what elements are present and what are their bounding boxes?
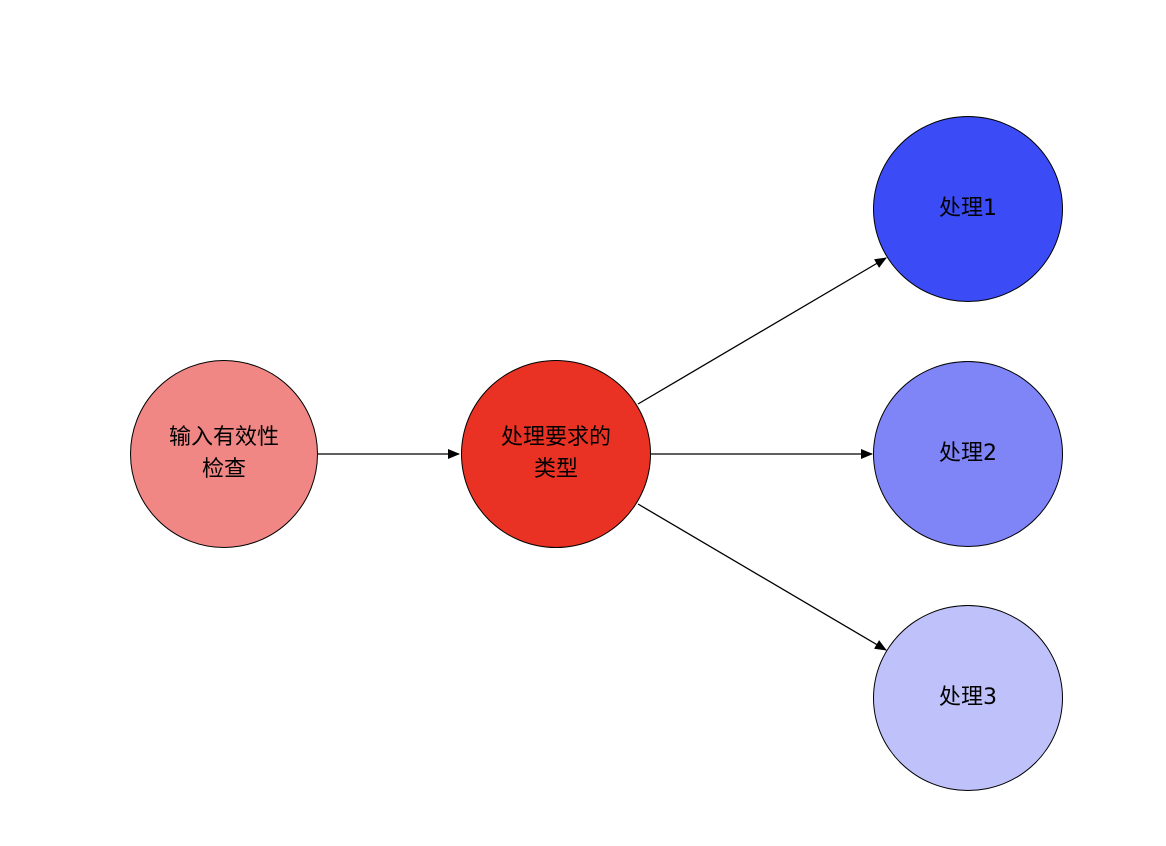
node-request-type: 处理要求的 类型 [461,360,651,548]
node-handler-1-label: 处理1 [939,196,997,221]
node-input-validation-label: 输入有效性 检查 [168,425,279,482]
node-input-validation: 输入有效性 检查 [130,360,318,548]
node-handler-1: 处理1 [873,116,1063,302]
node-handler-2-label: 处理2 [939,441,997,466]
node-handler-3-label: 处理3 [939,685,997,710]
node-request-type-label: 处理要求的 类型 [500,425,611,482]
node-handler-3: 处理3 [873,605,1063,791]
edge-classify-to-handler1 [637,257,887,405]
node-handler-2: 处理2 [873,361,1063,547]
edge-classify-to-handler3 [637,503,887,651]
